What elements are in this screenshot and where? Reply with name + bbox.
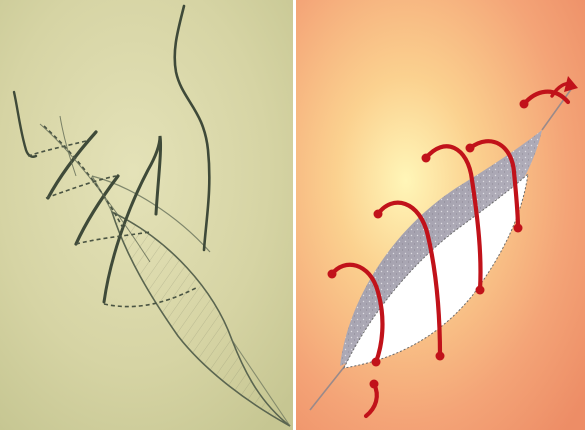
sketch-panel: [0, 0, 296, 430]
illustration-panel: [296, 0, 585, 430]
sketch-paper: [0, 0, 296, 430]
sketch-svg: [0, 0, 296, 430]
illustration-svg: [296, 0, 585, 430]
